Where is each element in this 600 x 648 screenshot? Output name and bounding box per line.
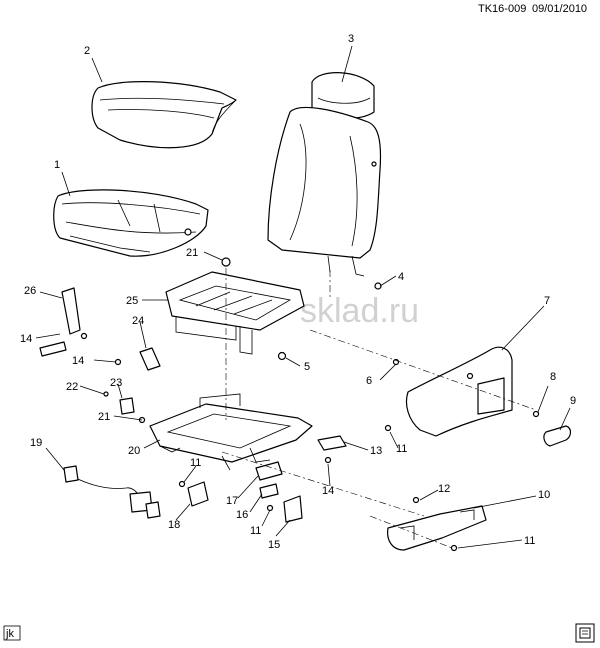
callout-19: 19 bbox=[30, 437, 42, 449]
assembly-centerlines bbox=[221, 268, 537, 549]
part-11-screw bbox=[178, 480, 186, 488]
callout-14: 14 bbox=[72, 355, 84, 367]
part-9-knob bbox=[543, 425, 572, 447]
callout-18: 18 bbox=[168, 519, 180, 531]
watermark: sklad.ru bbox=[300, 292, 419, 330]
callout-15: 15 bbox=[268, 539, 280, 551]
part-22-clip bbox=[103, 391, 109, 397]
part-23-connector bbox=[119, 397, 135, 415]
part-4-bolt bbox=[374, 282, 382, 290]
callout-4: 4 bbox=[398, 271, 404, 283]
callout-1: 1 bbox=[54, 159, 60, 171]
callout-25: 25 bbox=[126, 295, 138, 307]
callout-5: 5 bbox=[304, 361, 310, 373]
callout-22: 22 bbox=[66, 381, 78, 393]
part-11-screw bbox=[266, 504, 274, 512]
part-21-nut bbox=[221, 257, 231, 267]
part-10-inner-trim-panel bbox=[387, 505, 487, 551]
diagram-date: 09/01/2010 bbox=[532, 3, 587, 15]
callout-14: 14 bbox=[20, 333, 32, 345]
part-25-seat-frame bbox=[165, 271, 305, 355]
callout-16: 16 bbox=[236, 509, 248, 521]
part-11-screw bbox=[450, 544, 458, 552]
callout-labels: 1 2 3 4 5 6 7 8 9 10 11 11 11 11 12 13 1… bbox=[20, 33, 576, 551]
callout-26: 26 bbox=[24, 285, 36, 297]
part-14-screw bbox=[114, 358, 122, 366]
part-3-seat-back bbox=[267, 72, 382, 277]
callout-21: 21 bbox=[98, 411, 110, 423]
book-icon bbox=[575, 623, 595, 643]
callout-24: 24 bbox=[132, 315, 144, 327]
part-14-screw bbox=[80, 332, 88, 340]
part-16-clip bbox=[259, 483, 279, 499]
part-20-seat-adjuster bbox=[149, 393, 313, 471]
part-1-cushion-cover bbox=[53, 189, 209, 257]
callout-11: 11 bbox=[250, 525, 261, 537]
callout-8: 8 bbox=[550, 371, 556, 383]
callout-2: 2 bbox=[84, 45, 90, 57]
part-15-bracket bbox=[283, 495, 303, 523]
footer-tag-text: jk bbox=[5, 628, 14, 640]
callout-11: 11 bbox=[524, 535, 535, 547]
callout-21: 21 bbox=[186, 247, 198, 259]
part-19-wiring-harness bbox=[63, 465, 161, 519]
footer-tag: jk bbox=[3, 625, 21, 641]
part-13-bracket bbox=[317, 435, 347, 451]
part-7-outer-trim-panel bbox=[405, 346, 513, 437]
part-18-cover bbox=[187, 481, 209, 507]
callout-23: 23 bbox=[110, 377, 122, 389]
callout-6: 6 bbox=[366, 375, 372, 387]
part-26-handle bbox=[39, 287, 81, 357]
part-14-screw bbox=[324, 456, 332, 464]
callout-13: 13 bbox=[370, 445, 382, 457]
part-5-nut bbox=[277, 351, 287, 361]
callout-11: 11 bbox=[190, 457, 201, 469]
part-24-bracket bbox=[139, 347, 161, 371]
part-2-cushion-pad bbox=[91, 81, 237, 149]
leader-lines bbox=[35, 45, 571, 549]
part-11-screw bbox=[384, 424, 392, 432]
callout-17: 17 bbox=[226, 495, 238, 507]
callout-11: 11 bbox=[396, 443, 407, 455]
part-12-clip bbox=[412, 496, 420, 504]
callout-9: 9 bbox=[570, 395, 576, 407]
callout-12: 12 bbox=[438, 483, 450, 495]
part-8-clip bbox=[532, 410, 540, 418]
callout-3: 3 bbox=[348, 33, 354, 45]
part-17-bracket bbox=[255, 461, 283, 481]
diagram-code: TK16-009 bbox=[478, 3, 526, 15]
callout-14: 14 bbox=[322, 485, 334, 497]
callout-20: 20 bbox=[128, 445, 140, 457]
callout-7: 7 bbox=[544, 295, 550, 307]
callout-10: 10 bbox=[538, 489, 550, 501]
fasteners bbox=[80, 257, 540, 552]
